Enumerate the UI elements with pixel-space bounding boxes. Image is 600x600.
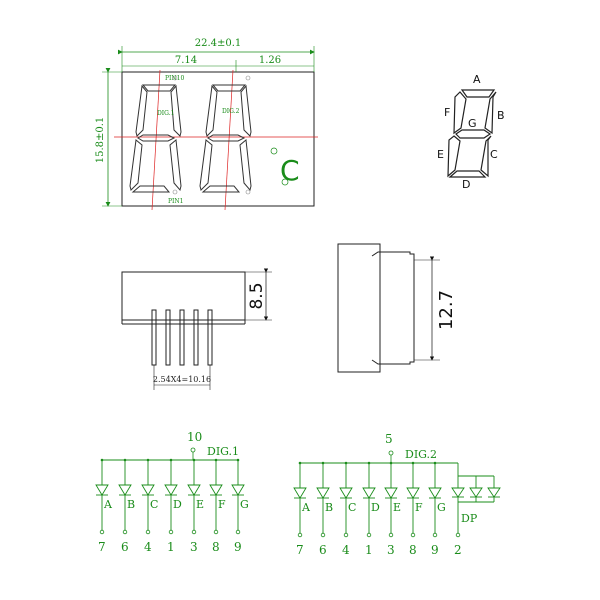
degree-c-symbol: C	[280, 154, 300, 187]
pitch-dimension: 2.54X4=10.16	[153, 375, 211, 384]
digit-1-outline	[129, 84, 182, 193]
pin1-label: PIN1	[168, 198, 183, 205]
dig1-label: DIG.1	[157, 110, 174, 117]
dig2-pin-number: 6	[319, 543, 327, 557]
dig1-diode-g: G9	[231, 458, 249, 554]
dig2-seg-label: G	[437, 501, 446, 514]
seg-label-a: A	[473, 73, 481, 86]
dig1-pin-number: 8	[212, 540, 220, 554]
dig1-pin-number: 6	[121, 540, 129, 554]
dig2-diode-g: G9	[428, 461, 446, 557]
seg-label-f: F	[444, 106, 450, 119]
end-view: 12.7	[337, 243, 457, 373]
dig2-pin-number: 2	[454, 543, 462, 557]
dig1-title: DIG.1	[207, 445, 239, 458]
side-height-dimension: 8.5	[247, 282, 267, 309]
digit-2-outline	[199, 84, 252, 193]
dig1-seg-label: A	[103, 498, 113, 511]
pin-markers	[172, 75, 251, 195]
dig2-diode-dp: DP 2	[451, 463, 501, 557]
dig2-diode-f: F8	[406, 461, 423, 557]
dig1-seg-label: E	[196, 498, 204, 511]
dig2-seg-label: B	[325, 501, 333, 514]
dig1-pin-number: 4	[144, 540, 152, 554]
dig2-diode-c: C4	[339, 461, 356, 557]
depth-dimension: 12.7	[436, 290, 457, 330]
dig2-pin-number: 9	[431, 543, 439, 557]
dig1-seg-label: C	[150, 498, 158, 511]
dp-dot-upper	[270, 147, 278, 155]
side-pins	[151, 309, 213, 366]
seg-label-c: C	[490, 148, 498, 161]
height-dimension: 15.8±0.1	[95, 117, 106, 164]
dig1-pin-number: 7	[98, 540, 106, 554]
seg-e	[447, 135, 461, 178]
dig1-diode-e: E3	[187, 458, 204, 554]
seg-label-b: B	[497, 109, 505, 122]
dp-dot-lower	[281, 178, 289, 186]
right-dimension: 1.26	[259, 55, 281, 66]
dig1-diode-d: D1	[164, 458, 182, 554]
dig2-pin-number: 8	[409, 543, 417, 557]
seg-label-d: D	[462, 178, 470, 191]
dig1-pin-number: 3	[190, 540, 198, 554]
seg-label-e: E	[437, 148, 444, 161]
width-dimension: 22.4±0.1	[195, 38, 242, 49]
dig2-seg-label: E	[393, 501, 401, 514]
dig2-label: DIG.2	[222, 108, 240, 115]
dig1-diode-a: A7	[95, 458, 113, 554]
dig1-common-pin: 10	[187, 430, 202, 444]
dig2-common-pin: 5	[385, 432, 393, 446]
dig1-diode-b: B6	[118, 458, 135, 554]
dig1-diode-c: C4	[141, 458, 158, 554]
dig2-seg-label: F	[415, 501, 423, 514]
dig1-pin-number: 1	[167, 540, 175, 554]
left-dimension: 7.14	[175, 55, 197, 66]
seg-a	[460, 89, 496, 98]
dig1-seg-label: B	[127, 498, 135, 511]
seg-d	[448, 170, 487, 178]
pin10-label: PIN10	[165, 75, 184, 82]
segment-key: A B C D E F G	[437, 73, 505, 191]
seg-g	[455, 129, 492, 139]
dig1-diode-f: F8	[209, 458, 226, 554]
front-body-outline	[121, 71, 315, 207]
dig2-dp-label: DP	[461, 512, 478, 525]
seg-b	[484, 91, 497, 135]
seg-label-g: G	[468, 117, 477, 130]
front-view: 22.4±0.1 7.14 1.26 15.8±0.1	[95, 38, 318, 211]
end-body	[337, 243, 381, 373]
dig1-seg-label: D	[173, 498, 182, 511]
dig2-seg-label: C	[348, 501, 356, 514]
dig1-pin-number: 9	[234, 540, 242, 554]
dig2-diode-b: B6	[316, 461, 333, 557]
dig2-seg-label: A	[301, 501, 311, 514]
dig2-diode-e: E3	[384, 461, 401, 557]
seg-f	[453, 91, 467, 135]
dig2-pin-number: 3	[387, 543, 395, 557]
dig2-pin-number: 1	[365, 543, 373, 557]
dig2-pin-number: 7	[296, 543, 304, 557]
dig2-diode-a: A7	[293, 461, 311, 557]
dig2-pin-number: 4	[342, 543, 350, 557]
dig1-seg-label: G	[240, 498, 249, 511]
side-view: 8.5 2.54X4=10.16	[121, 268, 272, 390]
dig2-diode-d: D1	[362, 461, 380, 557]
dig2-seg-label: D	[371, 501, 380, 514]
dig2-title: DIG.2	[405, 448, 437, 461]
seg-c	[480, 135, 492, 178]
dig1-seg-label: F	[218, 498, 226, 511]
